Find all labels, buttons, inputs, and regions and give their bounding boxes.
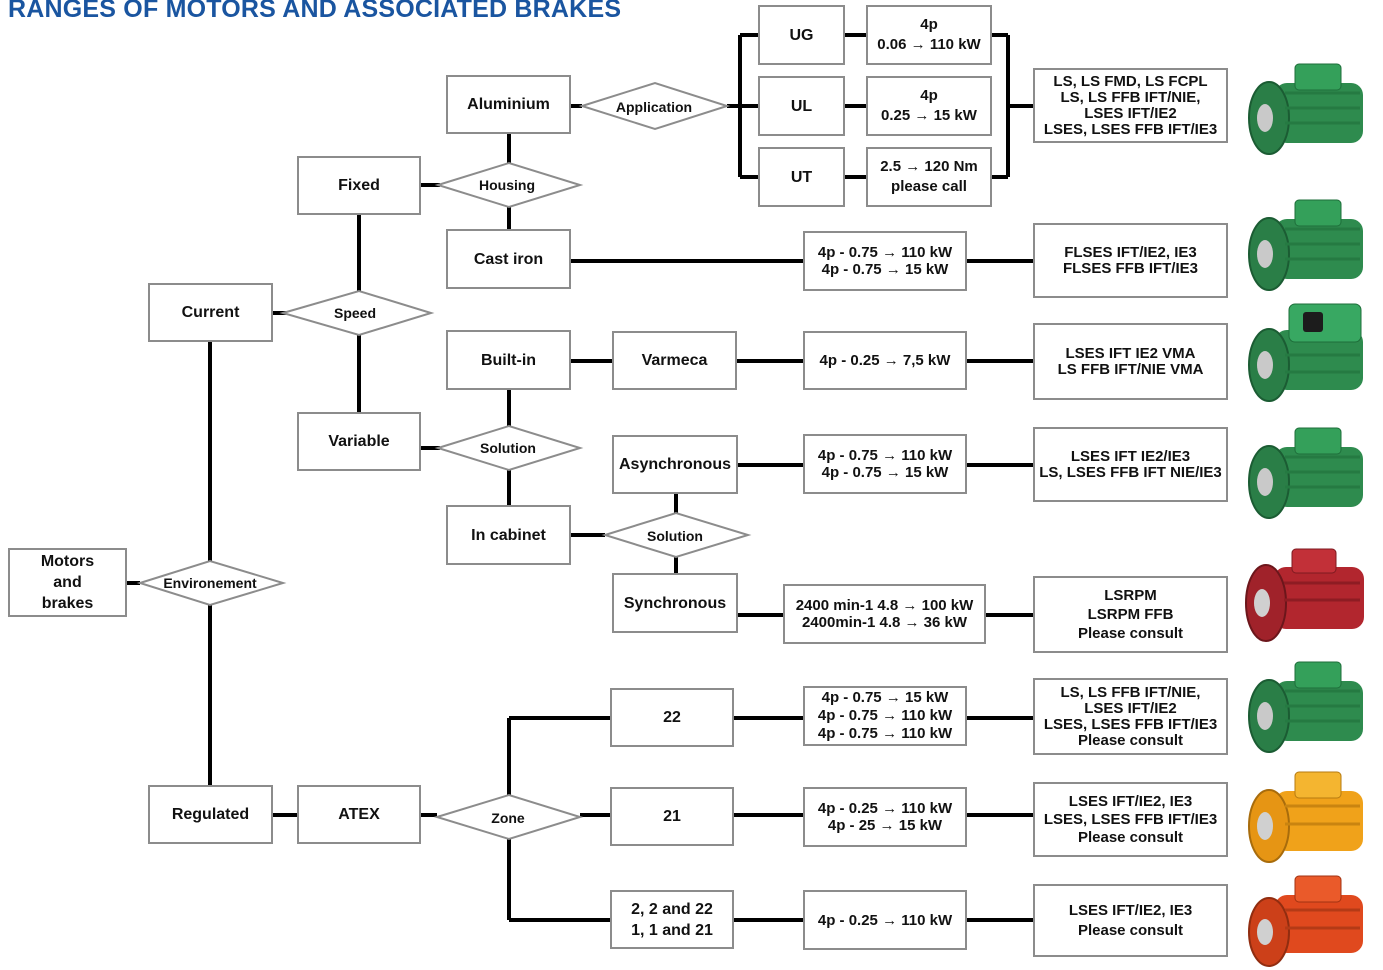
zone-22-products-box: LS, LS FFB IFT/NIE, LSES IFT/IE2 LSES, L… [1033,678,1228,755]
in-cabinet-box: In cabinet [446,505,571,565]
zone-22-spec-box: 4p - 0.75 → 15 kW 4p - 0.75 → 110 kW 4p … [803,686,967,746]
zone-21-products-box: LSES IFT/IE2, IE3 LSES, LSES FFB IFT/IE3… [1033,782,1228,857]
cast-iron-box: Cast iron [446,229,571,289]
green-motor-vma-icon [1248,303,1363,402]
zone-21-box: 21 [610,787,734,846]
green-motor-icon [1248,661,1363,753]
atex-box: ATEX [297,785,421,844]
environement-diamond [136,559,287,607]
aluminium-box: Aluminium [446,75,571,134]
regulated-box: Regulated [148,785,273,844]
housing-label: Housing [479,177,535,193]
motors-and-brakes-box: Motors and brakes [8,548,127,617]
variable-box: Variable [297,412,421,471]
zone-2-box: 2, 2 and 22 1, 1 and 21 [610,890,734,949]
ut-spec-box: 2.5 → 120 Nm please call [866,147,992,207]
ut-box: UT [758,147,845,207]
solution-label: Solution [480,440,536,456]
zone-21-spec-box: 4p - 0.25 → 110 kW 4p - 25 → 15 kW [803,787,967,847]
varmeca-box: Varmeca [612,331,737,390]
application-label: Application [615,99,693,115]
ul-spec-box: 4p 0.25 → 15 kW [866,76,992,136]
zone-22-box: 22 [610,688,734,747]
speed-diamond [279,289,435,337]
async-spec-box: 4p - 0.75 → 110 kW 4p - 0.75 → 15 kW [803,434,967,494]
zone-label: Zone [491,810,525,826]
solution2-label: Solution [647,528,703,544]
fixed-box: Fixed [297,156,421,215]
varmeca-spec-box: 4p - 0.25 → 7,5 kW [803,331,967,390]
cast-iron-spec-box: 4p - 0.75 → 110 kW 4p - 0.75 → 15 kW [803,231,967,291]
asynchronous-box: Asynchronous [612,435,738,494]
solution-diamond [434,424,584,472]
built-in-box: Built-in [446,330,571,390]
current-box: Current [148,283,273,342]
async-products-box: LSES IFT IE2/IE3 LS, LSES FFB IFT NIE/IE… [1033,427,1228,502]
speed-label: Speed [333,305,377,321]
environement-label: Environement [163,575,257,591]
green-motor-icon [1248,63,1363,155]
synchronous-box: Synchronous [612,573,738,633]
ug-box: UG [758,5,845,65]
sync-products-box: LSRPM LSRPM FFB Please consult [1033,576,1228,653]
green-motor-icon [1248,199,1363,291]
cast-iron-products-box: FLSES IFT/IE2, IE3 FLSES FFB IFT/IE3 [1033,223,1228,298]
application-diamond [578,81,731,131]
ug-spec-box: 4p 0.06 → 110 kW [866,5,992,65]
housing-diamond [434,161,584,209]
aluminium-products-box: LS, LS FMD, LS FCPL LS, LS FFB IFT/NIE, … [1033,68,1228,143]
red-motor-icon [1245,548,1364,642]
zone-2-products-box: LSES IFT/IE2, IE3 Please consult [1033,884,1228,957]
varmeca-products-box: LSES IFT IE2 VMA LS FFB IFT/NIE VMA [1033,323,1228,400]
ul-box: UL [758,76,845,136]
zone-diamond [433,793,584,841]
solution2-diamond [601,511,752,559]
yellow-motor-icon [1248,771,1363,863]
page-title: RANGES OF MOTORS AND ASSOCIATED BRAKES [8,0,622,23]
zone-2-spec-box: 4p - 0.25 → 110 kW [803,890,967,950]
orange-motor-icon [1248,875,1363,967]
sync-spec-box: 2400 min-1 4.8 → 100 kW 2400min-1 4.8 → … [783,584,986,644]
green-motor-icon [1248,427,1363,519]
